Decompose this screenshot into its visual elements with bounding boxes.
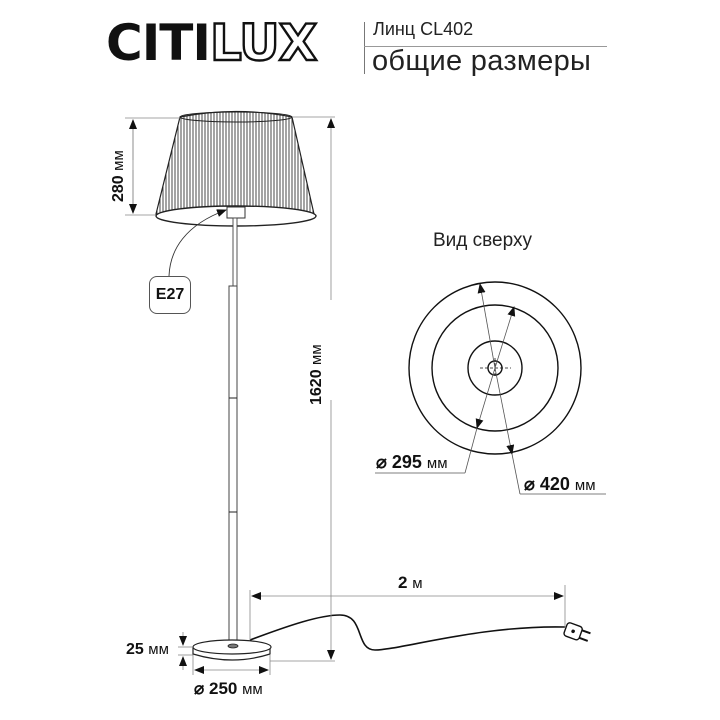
base-height-value: 25 [126, 641, 144, 658]
brand-logo-solid: CITI [106, 14, 211, 72]
brand-logo: CITILUX [106, 17, 318, 69]
model-name: Линц CL402 [373, 19, 474, 39]
socket-type-label: E27 [155, 286, 185, 303]
shade-top-diameter-value: 295 [391, 452, 422, 472]
cord-length-unit: м [412, 575, 423, 592]
cord-length-label: 2 м [398, 573, 423, 593]
shade-bottom-diameter-unit: мм [574, 477, 596, 494]
top-view-drawing [408, 281, 582, 455]
cord-length-value: 2 [398, 573, 408, 592]
dim-shade-height [125, 117, 180, 216]
lamp-stem [228, 217, 238, 641]
diameter-icon: ⌀ [194, 679, 205, 698]
shade-bottom-diameter-label: ⌀ 420 мм [524, 474, 596, 495]
shade-top-diameter-unit: мм [426, 455, 448, 472]
brand-logo-outline: LUX [209, 14, 319, 72]
socket-type-badge: E27 [149, 276, 191, 314]
diameter-icon: ⌀ [524, 474, 535, 494]
diameter-icon: ⌀ [376, 452, 387, 472]
base-diameter-label: ⌀ 250 мм [194, 679, 263, 699]
power-cord [249, 614, 591, 651]
top-view-title: Вид сверху [433, 230, 532, 251]
top-view-dimension-lines [375, 283, 606, 495]
shade-height-unit: мм [110, 150, 127, 171]
shade-height-label: 280 мм [110, 150, 128, 202]
dim-base-diameter [192, 655, 271, 675]
dim-base-height [178, 632, 193, 670]
header-divider [364, 22, 365, 74]
e27-leader [168, 209, 227, 277]
dim-total-height [270, 116, 335, 662]
shade-height-value: 280 [110, 175, 127, 202]
base-height-unit: мм [148, 641, 169, 658]
base-height-label: 25 мм [126, 641, 169, 659]
lamp-base [192, 639, 272, 661]
section-title: общие размеры [372, 45, 592, 77]
total-height-value: 1620 [308, 369, 325, 405]
lamp-shade [155, 110, 317, 227]
base-diameter-unit: мм [242, 681, 263, 698]
total-height-label: 1620 мм [308, 344, 326, 405]
shade-top-diameter-label: ⌀ 295 мм [376, 452, 448, 473]
header-underline [364, 46, 607, 47]
base-diameter-value: 250 [208, 679, 238, 698]
shade-bottom-diameter-value: 420 [539, 474, 570, 494]
total-height-unit: мм [308, 344, 325, 365]
plug-icon [563, 622, 591, 642]
dim-cord-length [249, 585, 566, 640]
